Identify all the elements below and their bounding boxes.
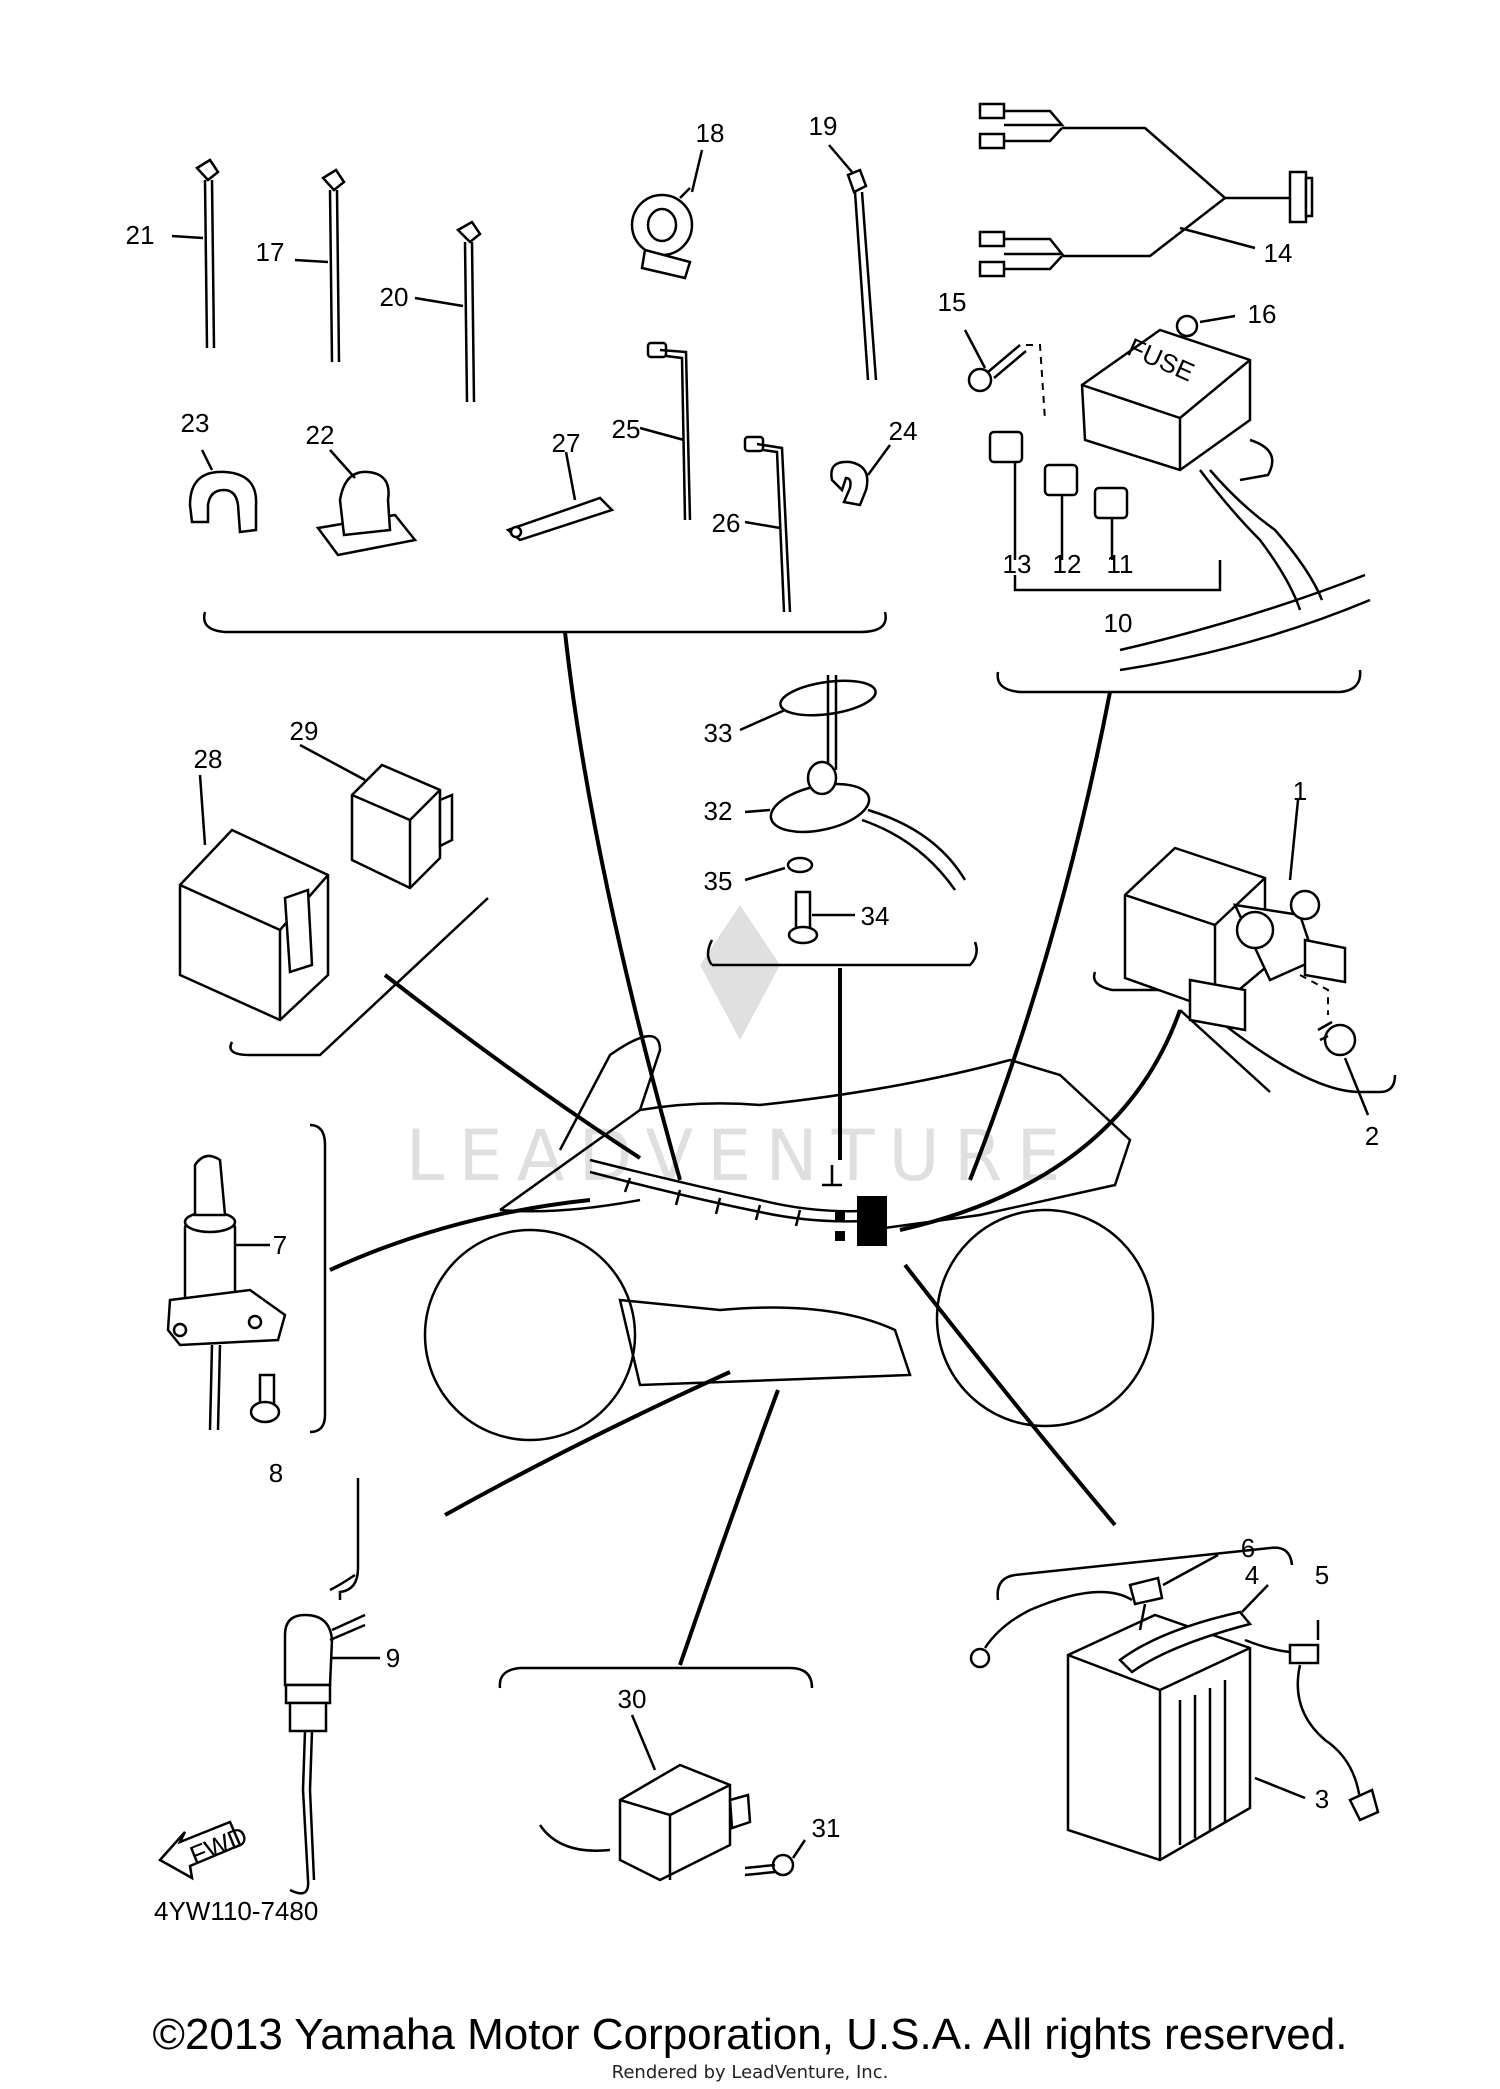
cable-band-19	[828, 144, 878, 381]
motorcycle-outline	[423, 1034, 1155, 1442]
callout-25: 25	[612, 414, 641, 444]
callout-31: 31	[812, 1813, 841, 1843]
unit-28	[178, 774, 330, 1022]
battery-cable-5	[1244, 1620, 1380, 1822]
unit-29	[299, 743, 454, 890]
cable-band-17	[294, 168, 346, 363]
callout-3: 3	[1315, 1784, 1329, 1814]
battery-cable-6	[969, 1553, 1219, 1669]
fuse-set-bracket	[1013, 560, 1222, 592]
fuse-box: FUSE	[1080, 328, 1371, 672]
battery-3	[1066, 1613, 1306, 1862]
neutral-switch-9	[283, 1613, 380, 1895]
fuse-12	[1043, 463, 1079, 560]
callout-35: 35	[704, 866, 733, 896]
cable-band-20	[414, 220, 482, 403]
callout-33: 33	[704, 718, 733, 748]
clamp-group	[171, 144, 892, 634]
clamp-23	[188, 449, 258, 534]
fuse-group: FUSE	[963, 102, 1371, 694]
callout-23: 23	[181, 408, 210, 438]
callout-18: 18	[696, 118, 725, 148]
callout-15: 15	[938, 287, 967, 317]
screw-31	[744, 1839, 807, 1877]
callout-7: 7	[273, 1230, 287, 1260]
watermark: LEADVENTURE	[405, 905, 1074, 1197]
callout-34: 34	[861, 901, 890, 931]
copyright-notice: ©2013 Yamaha Motor Corporation, U.S.A. A…	[152, 2010, 1348, 2059]
leader-lines	[329, 631, 1182, 1666]
callout-14: 14	[1264, 238, 1293, 268]
callout-1: 1	[1293, 776, 1307, 806]
main-switch-7	[166, 1154, 287, 1431]
fuse-13	[988, 430, 1024, 560]
screw-2	[1317, 1020, 1370, 1116]
callout-27: 27	[552, 428, 581, 458]
nut-16	[1175, 314, 1236, 338]
switch-part-33	[739, 679, 877, 732]
relay-group	[1092, 799, 1397, 1116]
callout-30: 30	[618, 1684, 647, 1714]
callout-21: 21	[126, 220, 155, 250]
clamp-18	[630, 149, 704, 280]
solenoid-group	[498, 1666, 814, 1882]
unit-group	[178, 743, 489, 1057]
callout-20: 20	[380, 282, 409, 312]
callout-29: 29	[290, 716, 319, 746]
callout-13: 13	[1003, 549, 1032, 579]
screw-15	[963, 329, 1046, 421]
lead-wire-14	[978, 102, 1314, 278]
cable-band-26	[743, 435, 792, 613]
callout-16: 16	[1248, 299, 1277, 329]
sensor-group: FWD 4YW110-7480	[154, 1478, 380, 1926]
fuse-11	[1093, 486, 1129, 560]
callout-26: 26	[712, 508, 741, 538]
washer-35	[744, 856, 814, 882]
rendered-by-notice: Rendered by LeadVenture, Inc.	[611, 2062, 889, 2083]
cable-band-21	[171, 158, 220, 349]
watermark-text: LEADVENTURE	[405, 1115, 1074, 1197]
switch-part-32	[744, 675, 967, 891]
callout-2: 2	[1365, 1121, 1379, 1151]
callout-32: 32	[704, 796, 733, 826]
callout-8: 8	[269, 1458, 283, 1488]
screw-8	[249, 1373, 281, 1424]
callout-12: 12	[1053, 549, 1082, 579]
callout-5: 5	[1315, 1560, 1329, 1590]
starter-relay-1	[1123, 799, 1347, 1032]
clamp-22	[315, 449, 418, 557]
callout-labels: 1 2 3 4 5 6 7 8 9 10 11 12 13 14 15 16 1…	[126, 111, 1380, 1843]
callout-17: 17	[256, 237, 285, 267]
screw-34	[787, 890, 855, 945]
callout-9: 9	[386, 1643, 400, 1673]
callout-19: 19	[809, 111, 838, 141]
callout-10: 10	[1104, 608, 1133, 638]
solenoid-30	[538, 1714, 752, 1882]
battery-band-4	[1118, 1584, 1269, 1674]
cable-band-25	[639, 341, 692, 521]
callout-28: 28	[194, 744, 223, 774]
diagram-code: 4YW110-7480	[154, 1896, 318, 1926]
main-switch-group	[166, 1123, 327, 1434]
clamp-24	[830, 444, 892, 507]
callout-24: 24	[889, 416, 918, 446]
battery-group	[969, 1546, 1380, 1862]
callout-22: 22	[306, 420, 335, 450]
bracket-27	[505, 451, 615, 542]
switch-group	[706, 675, 978, 967]
callout-6: 6	[1241, 1533, 1255, 1563]
fwd-arrow: FWD	[158, 1820, 252, 1881]
callout-11: 11	[1107, 549, 1134, 579]
callout-4: 4	[1245, 1560, 1259, 1590]
